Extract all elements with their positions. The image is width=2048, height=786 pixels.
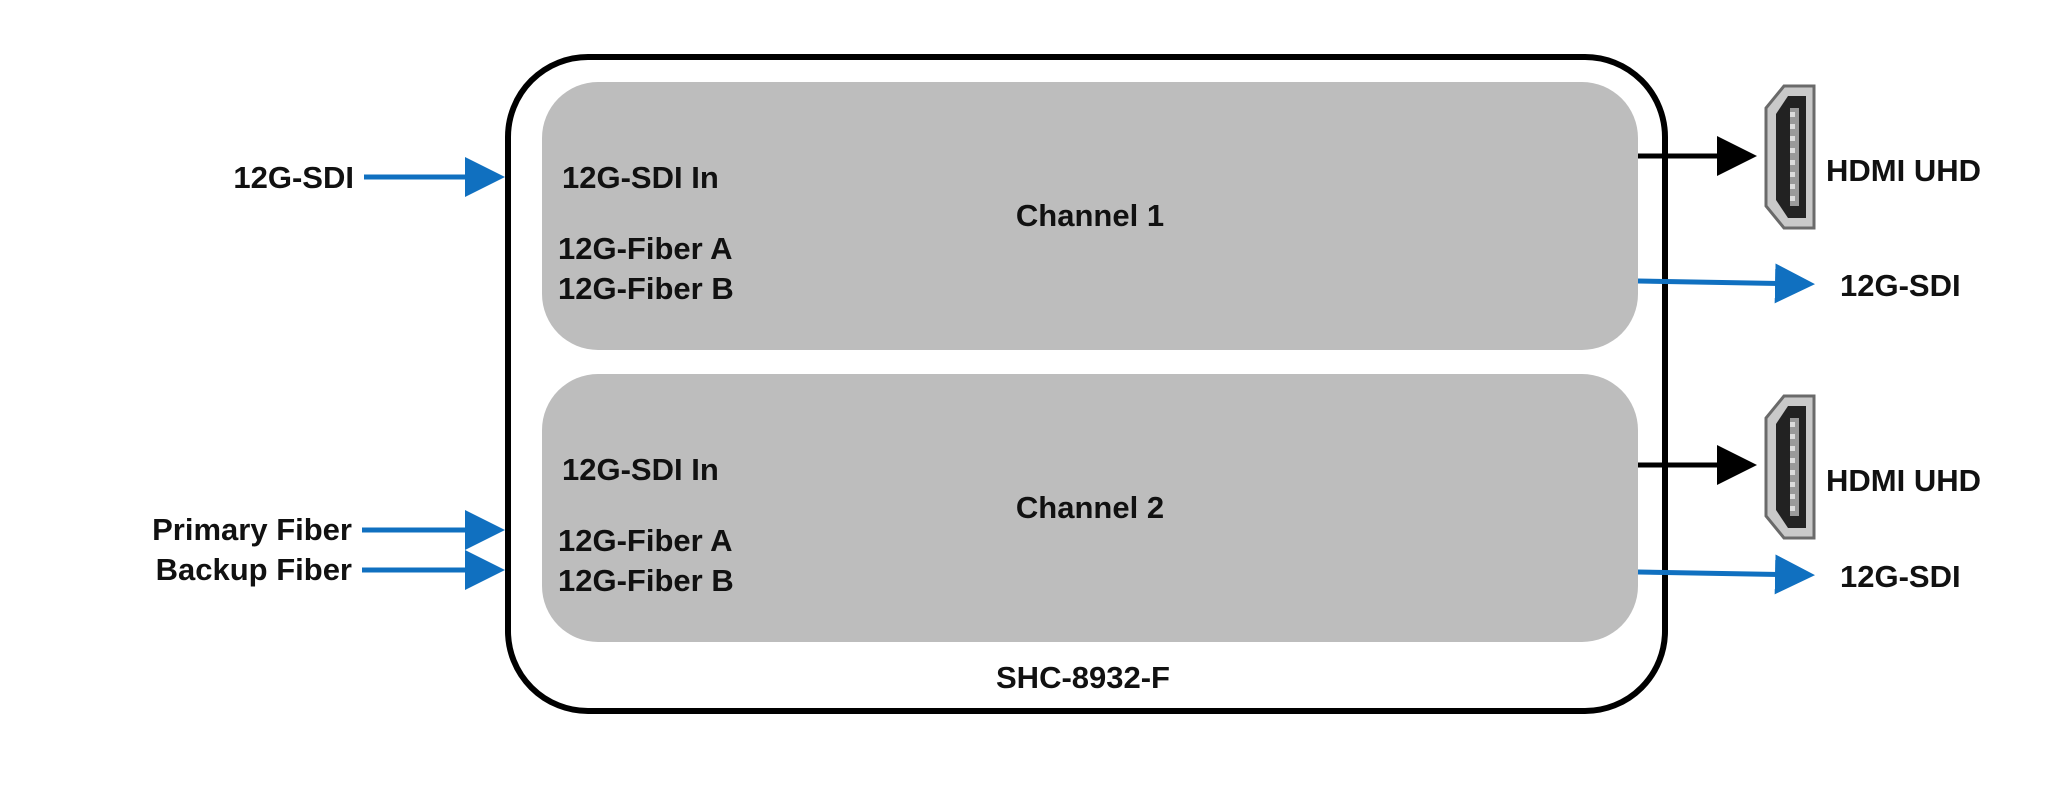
- channel-2-sdi-in-label: 12G-SDI In: [562, 452, 719, 487]
- hdmi-port-icon: [1764, 394, 1816, 540]
- channel-2-sdi-out-arrow: [1637, 554, 1815, 595]
- channel-1-fiber-a-label: 12G-Fiber A: [558, 231, 733, 266]
- channel-1-panel: [542, 82, 1638, 350]
- channel-1-fiber-b-label: 12G-Fiber B: [558, 271, 734, 306]
- channel-2-fiber-b-label: 12G-Fiber B: [558, 563, 734, 598]
- input-sdi-label: 12G-SDI: [233, 160, 354, 195]
- channel-1-hdmi-label: HDMI UHD: [1826, 153, 1981, 188]
- channel-1-title: Channel 1: [1015, 198, 1165, 233]
- channel-2-title: Channel 2: [1015, 490, 1165, 525]
- channel-1-sdi-out-arrow: [1637, 263, 1815, 304]
- channel-2-hdmi-label: HDMI UHD: [1826, 463, 1981, 498]
- channel-2-fiber-a-label: 12G-Fiber A: [558, 523, 733, 558]
- device-model-label: SHC-8932-F: [996, 660, 1170, 695]
- hdmi-port-icon: [1764, 84, 1816, 230]
- channel-2-panel: [542, 374, 1638, 642]
- input-backup-fiber-label: Backup Fiber: [155, 552, 352, 587]
- channel-2-sdi-out-label: 12G-SDI: [1840, 559, 1961, 594]
- channel-1-sdi-out-label: 12G-SDI: [1840, 268, 1961, 303]
- channel-1-sdi-in-label: 12G-SDI In: [562, 160, 719, 195]
- input-primary-fiber-label: Primary Fiber: [152, 512, 352, 547]
